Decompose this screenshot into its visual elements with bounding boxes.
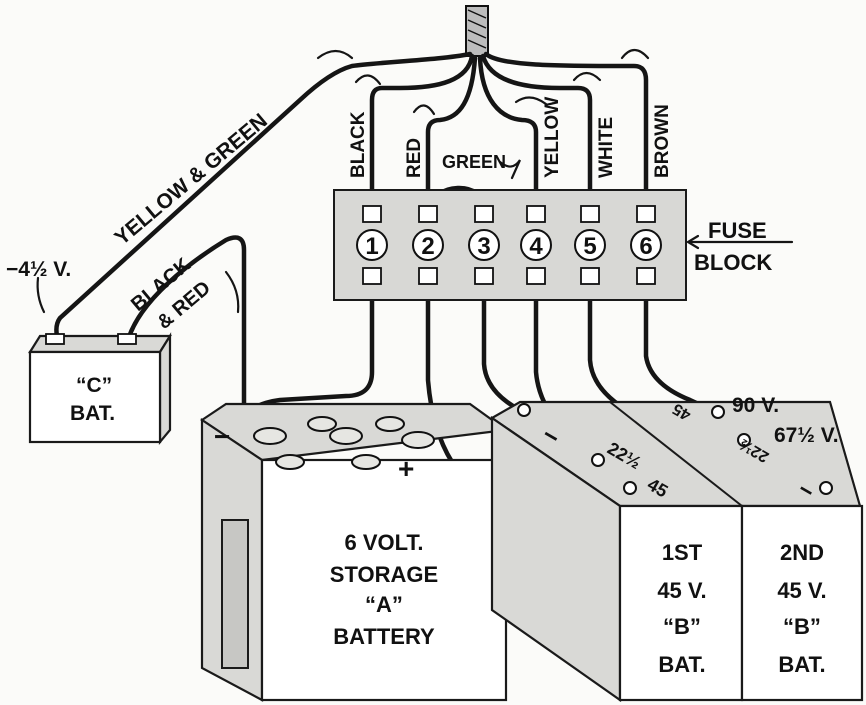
fuse-cap [412, 229, 444, 261]
b-tap-90: 90 V. [732, 394, 779, 417]
fuse-terminal-1: 1 [356, 205, 388, 285]
fuse-terminal-2: 2 [412, 205, 444, 285]
fuse-terminal-4: 4 [520, 205, 552, 285]
arrow-red [412, 104, 436, 116]
b-batteries [489, 400, 864, 703]
fuse-clip-top [362, 205, 382, 223]
fuse-number: 5 [583, 233, 596, 260]
a-battery-line-2: STORAGE [330, 562, 438, 587]
b1-terminal-neg [517, 403, 531, 417]
label-brown: BROWN [652, 104, 673, 178]
fuse-cap [520, 229, 552, 261]
a-battery-line-1: 6 VOLT. [344, 530, 423, 555]
fuse-label-1: FUSE [708, 218, 767, 243]
fuse-number: 3 [477, 233, 490, 260]
wire-red [425, 55, 478, 211]
label-yellow-green: YELLOW & GREEN [110, 109, 271, 250]
label-arrows [36, 48, 794, 314]
fuse-clip-top [636, 205, 656, 223]
a-battery-minus: − [214, 421, 230, 452]
b2-line-3: “B” [783, 614, 821, 639]
wire-black [369, 53, 475, 211]
fuse-clip-bottom [580, 267, 600, 285]
fuse-number: 2 [421, 233, 434, 260]
b1-line-2: 45 V. [657, 578, 706, 603]
b1-line-1: 1ST [662, 540, 703, 565]
fuse-block: 1 2 3 4 5 6 [333, 189, 687, 301]
c-battery [28, 332, 172, 446]
arrow-c-voltage [36, 276, 46, 314]
arrow-fuse-head [685, 234, 700, 250]
b1-terminal-22 [591, 453, 605, 467]
wire-fuse1-a-neg [241, 297, 375, 423]
arrow-brown [620, 48, 650, 60]
wire-yellow [477, 55, 539, 211]
arrow-white [572, 71, 602, 82]
b2-terminal-neg [819, 481, 833, 495]
fuse-cap [574, 229, 606, 261]
fuse-number: 6 [639, 233, 652, 260]
fuse-clip-bottom [636, 267, 656, 285]
fuse-cap [356, 229, 388, 261]
fuse-clip-bottom [526, 267, 546, 285]
arrow-black [354, 74, 382, 86]
fuse-clip-top [418, 205, 438, 223]
fuse-clip-bottom [474, 267, 494, 285]
arrow-black-red [224, 270, 240, 314]
b2-line-1: 2ND [780, 540, 824, 565]
b2-line-4: BAT. [778, 652, 825, 677]
label-green: GREEN [442, 152, 506, 172]
c-battery-line-1: “C” [76, 374, 112, 397]
c-terminal-pos [117, 333, 137, 345]
arrow-yellow [514, 96, 548, 106]
b2-line-2: 45 V. [777, 578, 826, 603]
b2-terminal-67 [737, 433, 751, 447]
fuse-cap [630, 229, 662, 261]
label-black: BLACK [348, 111, 369, 178]
b-battery-second [740, 504, 864, 702]
a-battery-line-3: “A” [365, 592, 403, 617]
a-battery [200, 402, 509, 702]
label-red: RED [404, 138, 425, 178]
label-yellow: YELLOW [542, 97, 563, 178]
fuse-number: 1 [365, 233, 378, 260]
fuse-clip-bottom [418, 267, 438, 285]
b-battery-first [618, 504, 744, 702]
b1-line-3: “B” [663, 614, 701, 639]
c-terminal-neg [45, 333, 65, 345]
wire-black-red [125, 235, 247, 423]
wire-yellow-green [54, 51, 473, 343]
fuse-terminal-5: 5 [574, 205, 606, 285]
cable-bundle [465, 5, 489, 57]
fuse-clip-top [580, 205, 600, 223]
fuse-terminal-6: 6 [630, 205, 662, 285]
a-battery-line-4: BATTERY [333, 624, 435, 649]
fuse-cap [468, 229, 500, 261]
wire-brown [483, 51, 649, 211]
fuse-clip-top [474, 205, 494, 223]
a-battery-plus: + [398, 453, 414, 484]
b2-terminal-90 [711, 405, 725, 419]
c-battery-line-2: BAT. [70, 402, 115, 425]
b-tap-67: 67½ V. [774, 424, 839, 447]
wire-white [480, 53, 593, 211]
b1-line-4: BAT. [658, 652, 705, 677]
a-battery-posts [253, 416, 435, 470]
label-white: WHITE [596, 117, 617, 178]
c-battery-voltage: −4½ V. [6, 258, 71, 281]
fuse-terminal-3: 3 [468, 205, 500, 285]
b2-term-45: 45 [670, 400, 694, 424]
fuse-clip-bottom [362, 267, 382, 285]
fuse-label-2: BLOCK [694, 250, 772, 275]
fuse-clip-top [526, 205, 546, 223]
wire-fuse6-b90 [643, 297, 719, 415]
fuse-number: 4 [529, 233, 543, 260]
arrow-yellow-green [316, 49, 354, 60]
arrow-green [498, 159, 522, 180]
wire-fuse3-b-neg [481, 297, 523, 413]
b1-terminal-45 [623, 481, 637, 495]
